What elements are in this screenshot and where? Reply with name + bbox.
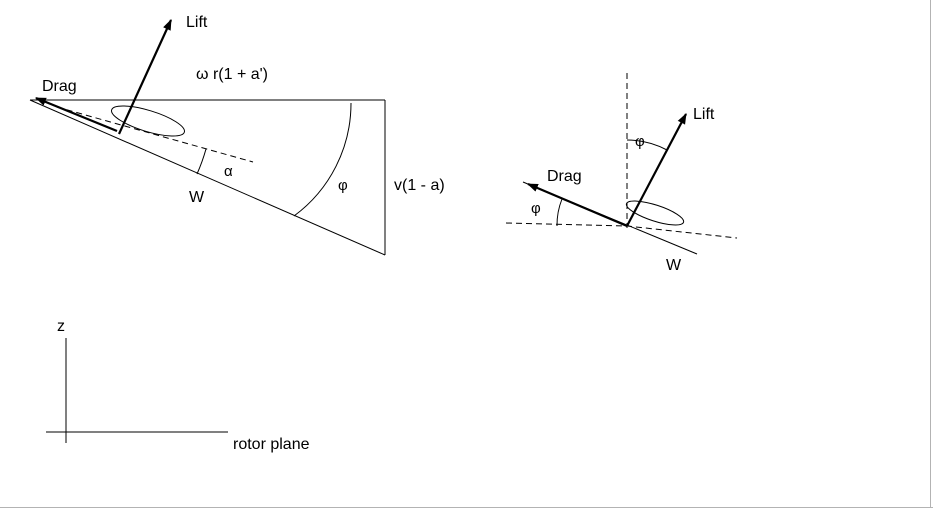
lift-vector-arrow <box>626 113 687 227</box>
airfoil-section <box>625 200 685 226</box>
rotor-plane-label: rotor plane <box>233 436 310 453</box>
tangential-velocity-label: ω r(1 + a') <box>196 66 268 83</box>
angle-of-attack-arc <box>196 148 207 175</box>
inflow-angle-top-label: φ <box>635 133 645 150</box>
lift-label: Lift <box>186 14 208 31</box>
angle-of-attack-label: α <box>224 163 233 180</box>
drag-label: Drag <box>42 78 77 95</box>
relative-wind-label: W <box>666 257 682 274</box>
inflow-angle-label: φ <box>338 177 348 194</box>
horizontal-reference-line <box>505 222 738 239</box>
left-velocity-triangle: Lift Drag ω r(1 + a') v(1 - a) W α φ <box>29 14 445 256</box>
inflow-angle-side-label: φ <box>531 200 541 217</box>
drag-vector-arrow <box>34 96 118 133</box>
chord-line <box>56 106 254 163</box>
z-axis-label: z <box>57 318 65 335</box>
airfoil-section <box>111 105 185 137</box>
inflow-angle-top-arc <box>626 139 668 151</box>
drag-vector-arrow <box>526 182 628 228</box>
inflow-angle-arc <box>293 102 352 217</box>
inflow-angle-side-arc <box>556 198 563 227</box>
axial-velocity-label: v(1 - a) <box>394 177 445 194</box>
rotor-plane-axes: z rotor plane <box>46 318 310 453</box>
drag-label: Drag <box>547 168 582 185</box>
right-force-diagram: Lift Drag W φ φ <box>505 73 738 274</box>
relative-wind-line <box>29 99 386 256</box>
lift-vector-arrow <box>117 18 173 135</box>
relative-wind-label: W <box>189 189 205 206</box>
lift-label: Lift <box>693 106 715 123</box>
